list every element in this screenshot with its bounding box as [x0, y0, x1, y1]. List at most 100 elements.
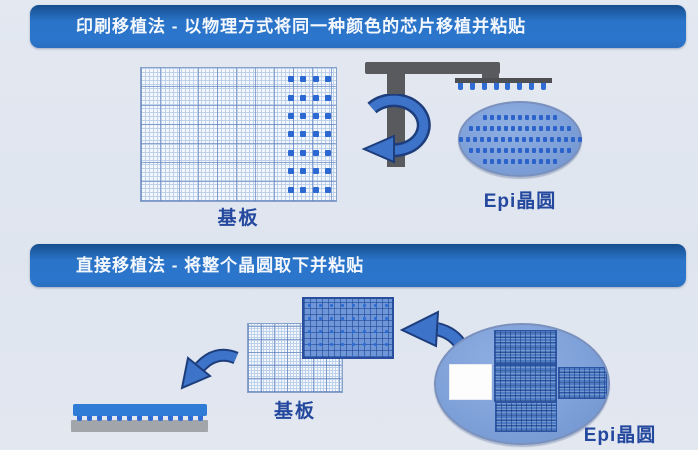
chip-dot [511, 158, 515, 164]
transferred-die-tile [302, 297, 394, 359]
wafer-dot-row [469, 125, 571, 131]
chip-dot [157, 415, 163, 421]
chip-dot [546, 147, 550, 153]
chip-dot [288, 168, 295, 175]
chip-dot [525, 147, 529, 153]
chip-dot [288, 76, 295, 83]
chip-dot [504, 114, 508, 120]
chip-dot [312, 113, 319, 120]
substrate-grid-print [140, 67, 337, 202]
chip-dot [476, 147, 480, 153]
chip-dot [500, 136, 505, 142]
chip-dot [529, 83, 535, 90]
chip-dot [97, 415, 103, 421]
chip-dot [324, 94, 331, 101]
chip-dot [497, 125, 501, 131]
chip-dot [514, 136, 519, 142]
chip-dot [300, 76, 307, 83]
chip-dot [518, 158, 522, 164]
chip-dot [324, 113, 331, 120]
wafer-dot-row [483, 158, 557, 164]
stamp-tool-connector [482, 70, 499, 80]
chip-dot [532, 158, 536, 164]
chip-dot [107, 415, 113, 421]
chip-dot [504, 147, 508, 153]
wafer-dot-row [458, 136, 582, 142]
chip-dot [312, 76, 319, 83]
removed-die-slot [449, 364, 492, 400]
chip-dot [187, 415, 193, 421]
chip-dot [549, 136, 554, 142]
chip-dot [553, 147, 557, 153]
chip-dot [300, 113, 307, 120]
chip-dot [177, 415, 183, 421]
chip-dot [546, 114, 550, 120]
rotate-arrow-icon [361, 94, 431, 164]
die-tile-center [494, 364, 557, 402]
chip-dot [532, 114, 536, 120]
chip-dot [490, 147, 494, 153]
chip-dot [469, 147, 473, 153]
chip-dot [288, 113, 295, 120]
chip-dot [497, 114, 501, 120]
chip-dot [324, 168, 331, 175]
chip-dot [324, 186, 331, 193]
chip-dot [542, 136, 547, 142]
picked-chips-row [458, 83, 546, 90]
chip-dot [504, 125, 508, 131]
chip-dot [312, 168, 319, 175]
chip-dot [288, 131, 295, 138]
direct-method-title-banner: 直接移植法 - 将整个晶圆取下并粘贴 [30, 244, 686, 287]
chip-dot [556, 136, 561, 142]
chip-dot [493, 136, 498, 142]
epi-wafer-print [458, 101, 582, 177]
chip-dot [479, 136, 484, 142]
chip-dot [490, 114, 494, 120]
chip-dot [539, 158, 543, 164]
wafer-dot-row [469, 147, 571, 153]
chip-dot [465, 136, 470, 142]
wafer-label-direct: Epi晶圆 [583, 425, 657, 446]
chip-dot [77, 415, 82, 421]
chip-dot [525, 114, 529, 120]
chip-dot [505, 83, 511, 90]
chip-dot [481, 83, 487, 90]
carrier-bar [71, 420, 208, 432]
chip-dot [546, 158, 550, 164]
chip-dot-array [285, 70, 334, 199]
chip-dot [486, 136, 491, 142]
die-tile-right [558, 367, 607, 399]
chip-dot [312, 149, 319, 156]
chip-dot [127, 415, 133, 421]
chip-dot [300, 186, 307, 193]
chip-dot [553, 158, 557, 164]
chip-dot [324, 76, 331, 83]
chip-dot [567, 125, 571, 131]
chip-dot [525, 125, 529, 131]
chip-dot [511, 125, 515, 131]
chip-dot [117, 415, 123, 421]
chip-dot [535, 136, 540, 142]
chip-dot [324, 149, 331, 156]
substrate-label-print: 基板 [217, 208, 260, 229]
chip-dot [483, 158, 487, 164]
wafer-die-dots [458, 103, 582, 175]
chip-dot [539, 147, 543, 153]
chip-dot [553, 125, 557, 131]
chip-dot [567, 147, 571, 153]
chip-dot [563, 136, 568, 142]
chip-dot [312, 94, 319, 101]
chip-dot [518, 125, 522, 131]
chip-dot [288, 94, 295, 101]
direct-method-title: 直接移植法 - 将整个晶圆取下并粘贴 [76, 256, 365, 275]
chip-dot [483, 147, 487, 153]
die-tile-top [494, 330, 557, 364]
chip-dot [476, 125, 480, 131]
chip-dot [288, 186, 295, 193]
chip-dot [312, 186, 319, 193]
print-method-title: 印刷移植法 - 以物理方式将同一种颜色的芯片移植并粘贴 [76, 17, 527, 36]
chip-dot [511, 114, 515, 120]
chip-dot [300, 131, 307, 138]
chip-dot [469, 125, 473, 131]
